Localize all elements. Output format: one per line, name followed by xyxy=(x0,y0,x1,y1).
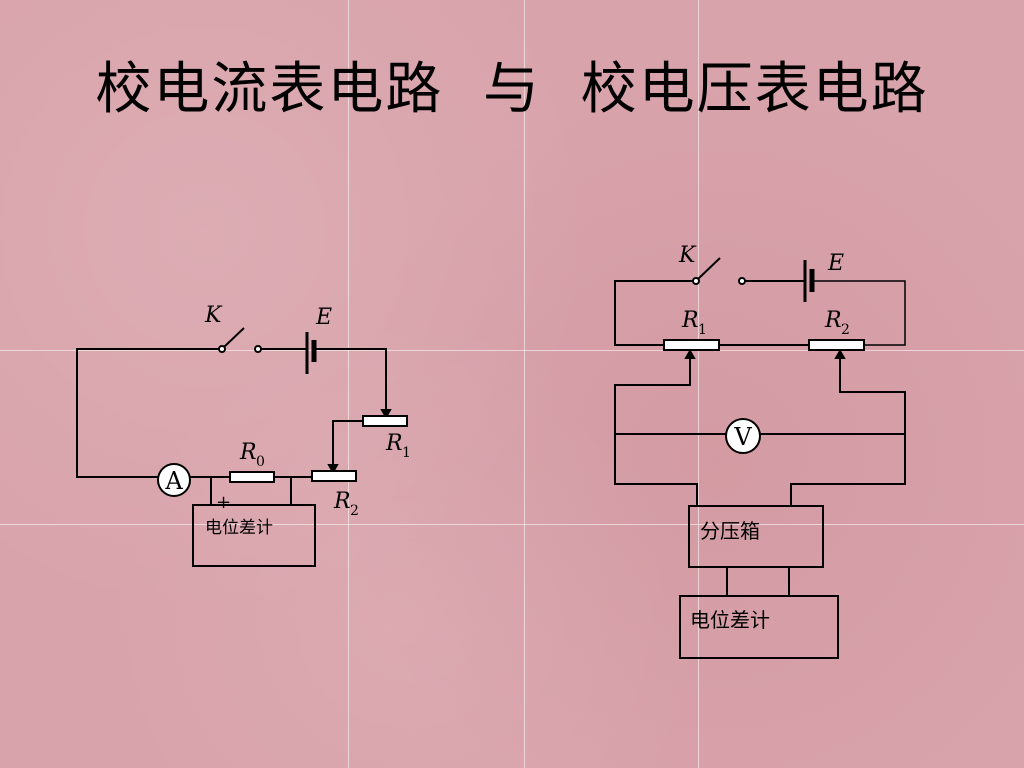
ammeter-circle xyxy=(157,463,191,497)
right-wire-r2-slider xyxy=(790,357,906,506)
left-r2-arrow xyxy=(327,464,339,475)
right-battery-label: E xyxy=(827,251,844,276)
left-r0-label: R xyxy=(239,440,257,465)
left-switch-terminal-b xyxy=(254,345,262,353)
right-r2-subscript: 2 xyxy=(841,322,850,338)
left-wire-outer xyxy=(76,348,220,478)
right-switch-blade xyxy=(697,257,721,280)
left-potentiometer-box xyxy=(192,504,316,567)
right-r2-resistor xyxy=(808,339,865,351)
left-r2-subscript: 2 xyxy=(350,503,359,519)
left-battery-label: E xyxy=(315,305,332,330)
left-r2-resistor xyxy=(311,470,357,482)
left-r2-label: R xyxy=(333,489,351,514)
left-r1-resistor xyxy=(362,415,408,427)
divider-box xyxy=(688,505,824,568)
left-wire-battery-r1 xyxy=(314,348,387,410)
right-potentiometer-label: 电位差计 xyxy=(690,608,770,632)
right-r1-subscript: 1 xyxy=(698,322,707,338)
right-switch-terminal-a xyxy=(692,277,700,285)
grid-line-vertical-1 xyxy=(348,0,349,768)
right-switch-terminal-b xyxy=(738,277,746,285)
right-wire-battery-right xyxy=(812,280,906,346)
left-r1-arrow xyxy=(380,409,392,420)
left-r1-label: R xyxy=(385,431,403,456)
page-title: 校电流表电路 与 校电压表电路 xyxy=(95,57,929,122)
right-r1-label: R xyxy=(681,308,699,333)
left-potentiometer-label: 电位差计 xyxy=(205,518,273,538)
left-switch-terminal-a xyxy=(218,345,226,353)
right-wire-r1-slider xyxy=(614,357,698,506)
left-switch-blade xyxy=(223,327,245,348)
voltmeter-circle xyxy=(725,418,761,454)
left-switch-label: K xyxy=(204,303,223,328)
grid-line-horizontal-2 xyxy=(0,524,1024,525)
left-r0-resistor xyxy=(229,471,275,483)
grid-line-vertical-2 xyxy=(524,0,525,768)
grid-line-horizontal-1 xyxy=(0,350,1024,351)
right-wire-top-left xyxy=(614,280,694,346)
left-plus-sign: + xyxy=(216,492,231,513)
divider-box-label: 分压箱 xyxy=(700,519,760,543)
grid-line-vertical-3 xyxy=(698,0,699,768)
left-circuit xyxy=(76,327,408,567)
right-r1-resistor xyxy=(663,339,720,351)
voltmeter-symbol: V xyxy=(733,423,752,451)
right-circuit xyxy=(614,257,906,659)
right-potentiometer-box xyxy=(679,595,839,659)
ammeter-symbol: A xyxy=(164,467,183,495)
left-r1-subscript: 1 xyxy=(402,445,411,461)
right-switch-label: K xyxy=(678,243,697,268)
right-r2-arrow xyxy=(834,348,846,359)
right-r1-arrow xyxy=(684,348,696,359)
left-wire-r1-r2 xyxy=(332,420,363,465)
left-r0-subscript: 0 xyxy=(256,454,265,470)
right-r2-label: R xyxy=(824,308,842,333)
